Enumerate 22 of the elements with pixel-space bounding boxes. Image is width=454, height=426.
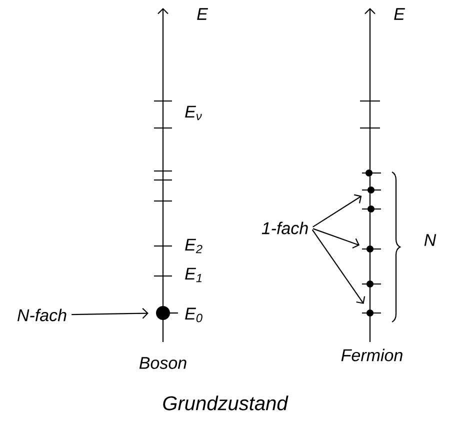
energy-level-label: E$_{1}$ (185, 268, 202, 282)
handwritten-label: 1-fach (262, 222, 308, 234)
arrow (312, 194, 362, 228)
handwritten-label: N-fach (17, 308, 66, 322)
arrow (312, 229, 366, 304)
column-label: Fermion (341, 348, 402, 362)
column-label: Boson (139, 357, 186, 369)
particle-dot (366, 280, 374, 288)
particle-dot (368, 186, 374, 194)
caption: Grundzustand (163, 396, 288, 410)
energy-level-label: E$_{ν}$ (185, 106, 202, 120)
axis-label: E (197, 8, 208, 20)
particle-dot (366, 310, 374, 316)
particle-dot (156, 306, 170, 320)
arrow (312, 228, 360, 249)
particle-dot (366, 170, 372, 176)
particle-dot (366, 246, 374, 252)
arrow (72, 308, 148, 319)
energy-level-label: E$_{2}$ (185, 238, 202, 254)
axis-label: E (394, 8, 406, 20)
brace-label: N (424, 234, 436, 246)
particle-dot (368, 206, 374, 212)
